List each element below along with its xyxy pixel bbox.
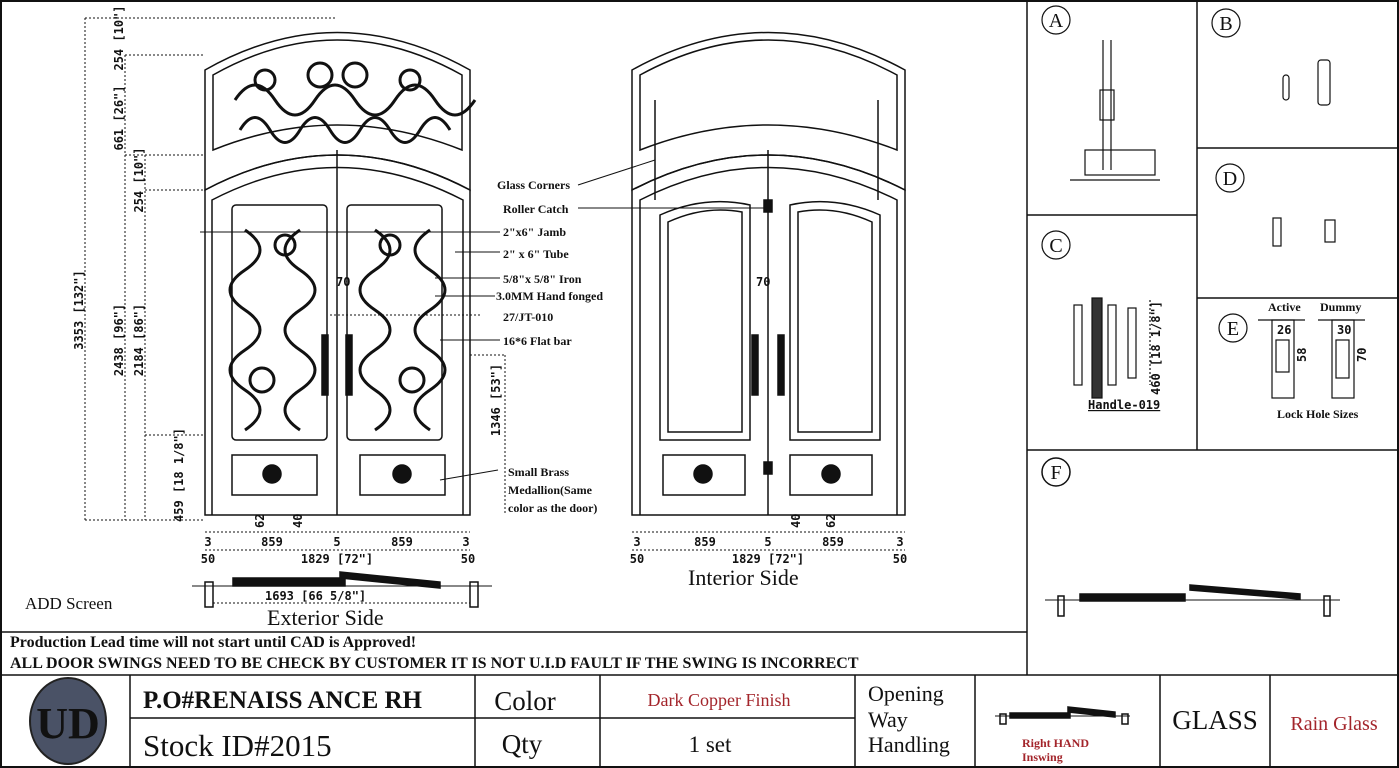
medallion-note-3: color as the door) — [508, 501, 597, 515]
medallion-note-1: Small Brass — [508, 465, 569, 479]
note-lead-time: Production Lead time will not start unti… — [10, 634, 416, 651]
color-label: Color — [494, 686, 556, 716]
swing-direction-1: Right HAND — [1022, 736, 1089, 750]
dim-2438: 2438 [96"] — [112, 304, 126, 376]
opening-label-3: Handling — [868, 732, 950, 757]
detail-f-label: F — [1050, 462, 1061, 484]
dim-459: 459 [18 1/8"] — [172, 428, 186, 522]
po-number: P.O#RENAISS ANCE RH — [143, 687, 423, 714]
detail-d-drawing — [1215, 163, 1336, 247]
opening-label-1: Opening — [868, 681, 944, 706]
int-dim-gap-right: 3 — [896, 535, 903, 549]
svg-text:UD: UD — [36, 699, 100, 748]
dim-inner: 1693 [66 5/8"] — [265, 589, 366, 603]
exterior-side-title: Exterior Side — [267, 605, 384, 630]
dim-mid: 5 — [333, 535, 340, 549]
medallion-note-2: Medallion(Same — [508, 483, 593, 497]
int-dim-side-left: 50 — [630, 552, 644, 566]
qty-label: Qty — [502, 729, 543, 759]
lock-dummy-height: 70 — [1355, 348, 1369, 362]
int-dim-40: 40 — [789, 514, 803, 528]
lock-dummy-label: Dummy — [1320, 300, 1361, 314]
lock-active-width: 26 — [1277, 323, 1291, 337]
int-dim-mid: 5 — [764, 535, 771, 549]
handle-dimension: 460 [18 1/8"] — [1149, 301, 1163, 395]
note-door-swing: ALL DOOR SWINGS NEED TO BE CHECK BY CUST… — [10, 655, 859, 672]
interior-side-title: Interior Side — [688, 565, 799, 590]
dim-254-lower: 254 [10"] — [132, 147, 146, 212]
detail-d-label: D — [1223, 168, 1237, 190]
detail-a-label: A — [1049, 10, 1064, 32]
detail-f-drawing — [1041, 457, 1340, 617]
lock-hole-title: Lock Hole Sizes — [1277, 407, 1359, 421]
dim-254-top: 254 [10"] — [112, 5, 126, 70]
detail-b-label: B — [1219, 13, 1232, 35]
dim-side-right: 50 — [461, 552, 475, 566]
callout-glass-corners: Glass Corners — [497, 178, 570, 192]
exterior-door-elevation — [84, 17, 506, 551]
int-dim-leaf-right: 859 — [822, 535, 844, 549]
interior-door-elevation — [631, 31, 906, 551]
opening-label-2: Way — [868, 707, 908, 732]
callout-jt010: 27/JT-010 — [503, 310, 553, 324]
detail-a-drawing — [1041, 5, 1160, 181]
dim-62: 62 — [253, 514, 267, 528]
dim-leaf-left: 859 — [261, 535, 283, 549]
callout-jamb: 2"x6" Jamb — [503, 225, 566, 239]
dim-1346: 1346 [53"] — [489, 364, 503, 436]
glass-value: Rain Glass — [1290, 713, 1377, 735]
int-dim-70: 70 — [756, 275, 770, 289]
handle-label: Handle-019 — [1088, 398, 1160, 412]
dim-3353: 3353 [132"] — [72, 270, 86, 349]
dim-side-left: 50 — [201, 552, 215, 566]
dim-leaf-right: 859 — [391, 535, 413, 549]
callout-hand-forged: 3.0MM Hand fonged — [496, 289, 603, 303]
dim-overall: 1829 [72"] — [301, 552, 373, 566]
company-logo: UD — [29, 677, 107, 765]
qty-value: 1 set — [689, 732, 732, 757]
callout-roller-catch: Roller Catch — [503, 202, 569, 216]
stock-id: Stock ID#2015 — [143, 728, 332, 763]
int-dim-overall: 1829 [72"] — [732, 552, 804, 566]
swing-direction-2: Inswing — [1022, 750, 1063, 764]
int-dim-side-right: 50 — [893, 552, 907, 566]
callout-leaders — [200, 159, 766, 481]
glass-label: GLASS — [1172, 705, 1258, 735]
detail-c-drawing — [1041, 230, 1151, 399]
swing-icon — [995, 706, 1130, 725]
exterior-swing-plan — [192, 571, 492, 608]
detail-b-drawing — [1211, 8, 1331, 106]
dim-70: 70 — [336, 275, 350, 289]
dim-gap-right: 3 — [462, 535, 469, 549]
callout-flat-bar: 16*6 Flat bar — [503, 334, 572, 348]
lock-active-label: Active — [1268, 300, 1301, 314]
detail-e-drawing — [1218, 313, 1365, 399]
add-screen-label: ADD Screen — [25, 594, 113, 613]
color-value: Dark Copper Finish — [648, 690, 791, 710]
lock-active-height: 58 — [1295, 348, 1309, 362]
dim-661: 661 [26"] — [112, 85, 126, 150]
int-dim-leaf-left: 859 — [694, 535, 716, 549]
dim-2184: 2184 [86"] — [132, 304, 146, 376]
detail-c-label: C — [1049, 235, 1062, 257]
dim-40: 40 — [291, 514, 305, 528]
int-dim-gap-left: 3 — [633, 535, 640, 549]
callout-tube: 2" x 6" Tube — [503, 247, 569, 261]
detail-e-label: E — [1227, 318, 1239, 340]
int-dim-62: 62 — [824, 514, 838, 528]
callout-iron: 5/8"x 5/8" Iron — [503, 272, 582, 286]
dim-gap-left: 3 — [204, 535, 211, 549]
lock-dummy-width: 30 — [1337, 323, 1351, 337]
